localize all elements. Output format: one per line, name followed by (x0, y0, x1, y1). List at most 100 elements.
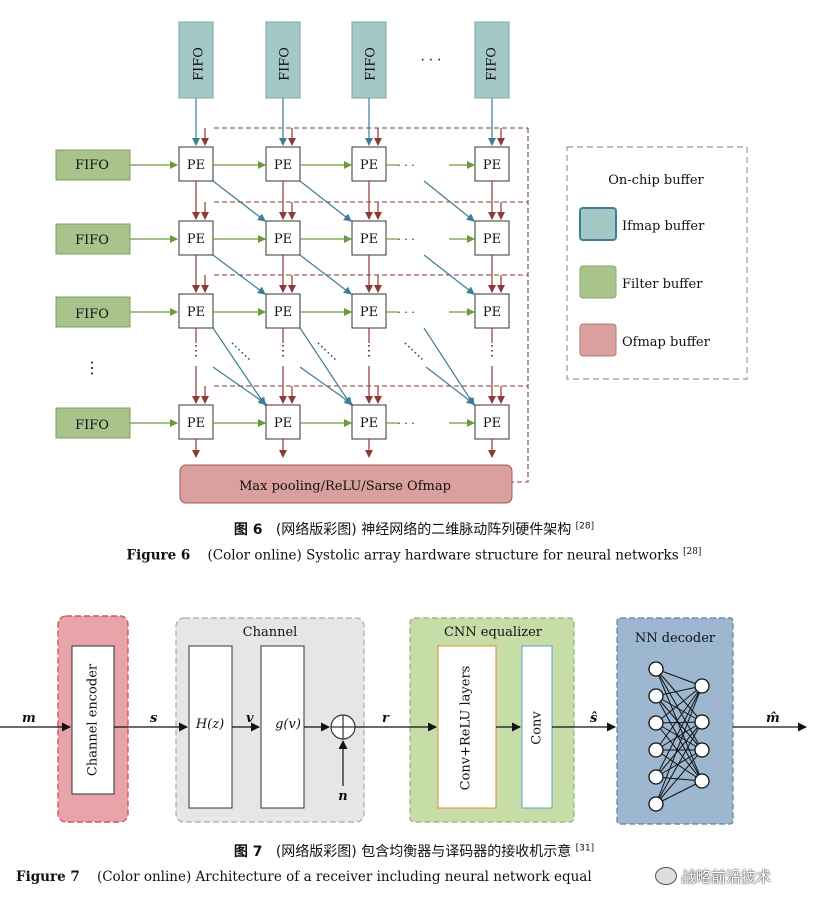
ifmap-diagonal-arrow (425, 366, 475, 405)
top-column-ellipsis: · · · (421, 53, 442, 68)
figure7-caption-cn-prefix: 图 7 (233, 844, 263, 860)
ifmap-diagonal-arrow (212, 366, 267, 405)
nn-connection (655, 721, 703, 805)
s-hat-label: ŝ (590, 711, 598, 726)
left-fifo-label: FIFO (75, 233, 109, 248)
pe-label: PE (187, 158, 205, 173)
h-z-box (188, 645, 233, 809)
channel-encoder-box (71, 645, 115, 795)
pe-label: PE (187, 416, 205, 431)
pe-label: PE (274, 416, 292, 431)
ifmap-diagonal-arrow (212, 327, 266, 406)
nn-input-neuron (648, 742, 664, 758)
pe-column-ellipsis: ⋮ (485, 343, 499, 359)
ifmap-diagonal-arrow (299, 254, 352, 295)
legend-title: On-chip buffer (608, 173, 704, 188)
pe-label: PE (483, 158, 501, 173)
left-filter-fifo (55, 149, 131, 181)
receiver-architecture-diagram: m Channel encoder s Channel H(z) v g(v) … (0, 615, 807, 825)
channel-encoder-label: Channel encoder (86, 663, 101, 776)
ifmap-diagonal-arrow (299, 366, 353, 405)
figure6-caption-en-prefix: Figure 6 (126, 547, 191, 564)
v-label: v (246, 711, 254, 726)
pe-label: PE (360, 416, 378, 431)
pe-label: PE (483, 416, 501, 431)
pe-label: PE (360, 232, 378, 247)
ellipsis-diagonal (231, 342, 251, 361)
wechat-icon (655, 867, 677, 885)
g-v-box (260, 645, 305, 809)
watermark: 战略前沿技术 (655, 866, 771, 887)
left-fifo-label: FIFO (75, 418, 109, 433)
pe-label: PE (187, 232, 205, 247)
pe-label: PE (483, 305, 501, 320)
ifmap-diagonal-arrow (423, 254, 475, 295)
r-label: r (382, 711, 390, 726)
figure7-caption-cn-ref: [31] (575, 843, 595, 854)
figure6-caption-en-text: (Color online) Systolic array hardware s… (207, 547, 679, 564)
pe-column-ellipsis: ⋮ (189, 343, 203, 359)
watermark-text: 战略前沿技术 (681, 868, 772, 886)
pe-cell (265, 293, 301, 329)
top-fifo-label: FIFO (485, 47, 500, 81)
pe-cell (351, 404, 387, 440)
conv-relu-label: Conv+ReLU layers (459, 666, 474, 791)
legend-ifmap-label: Ifmap buffer (622, 219, 705, 234)
legend-ofmap-swatch (579, 323, 617, 357)
ellipsis-diagonal (317, 342, 337, 361)
nn-connection (655, 685, 703, 805)
pe-cell (265, 404, 301, 440)
nn-connection (655, 685, 703, 697)
pe-row-ellipsis: · · · (397, 159, 414, 172)
left-filter-fifo (55, 407, 131, 439)
nn-connection (655, 749, 703, 805)
ifmap-diagonal-arrow (423, 327, 475, 406)
nn-connection (655, 721, 703, 724)
nn-output-neuron (694, 714, 710, 730)
figure6-caption-cn-prefix: 图 6 (233, 522, 263, 538)
nn-decoder-title: NN decoder (635, 631, 716, 646)
output-m-hat-label: m̂ (766, 711, 780, 726)
legend-box (566, 146, 748, 380)
pe-label: PE (274, 158, 292, 173)
nn-connection (655, 685, 703, 778)
ifmap-diagonal-arrow (212, 180, 266, 222)
nn-connection (655, 780, 703, 805)
conv-label: Conv (530, 711, 545, 745)
top-fifo-label: FIFO (278, 47, 293, 81)
nn-connection (655, 695, 703, 782)
ifmap-diagonal-arrow (299, 180, 352, 222)
nn-connection (655, 721, 703, 778)
pooling-label: Max pooling/ReLU/Sarse Ofmap (239, 479, 451, 494)
nn-input-neuron (648, 688, 664, 704)
pe-row-ellipsis: · · · (397, 306, 414, 319)
pe-cell (474, 146, 510, 182)
pe-row-ellipsis: · · · (397, 417, 414, 430)
pe-label: PE (360, 158, 378, 173)
legend-filter-swatch (579, 265, 617, 299)
pe-cell (178, 220, 214, 256)
conv-box (521, 645, 553, 809)
systolic-array-diagram: FIFO FIFO FIFO FIFO · · · FIFO FIFO FIFO… (55, 21, 748, 504)
nn-output-neuron (694, 773, 710, 789)
figure7-caption-cn-text: (网络版彩图) 包含均衡器与译码器的接收机示意 (275, 844, 572, 860)
legend-ofmap-label: Ofmap buffer (622, 335, 711, 350)
cnn-equalizer-title: CNN equalizer (444, 625, 543, 640)
nn-connection (655, 722, 703, 782)
figure6-caption-cn: 图 6 (网络版彩图) 神经网络的二维脉动阵列硬件架构 [28] (0, 519, 828, 539)
ellipsis-diagonal (404, 342, 424, 361)
pe-label: PE (274, 305, 292, 320)
nn-input-neuron (648, 715, 664, 731)
s-label: s (150, 711, 158, 726)
figure6-caption-en-ref: [28] (682, 547, 702, 557)
figure7-caption-en-prefix: Figure 7 (16, 869, 80, 885)
left-fifo-label: FIFO (75, 307, 109, 322)
nn-input-neuron (648, 796, 664, 812)
top-ifmap-fifo (265, 21, 301, 99)
pe-cell (474, 220, 510, 256)
pe-cell (351, 146, 387, 182)
pe-cell (474, 404, 510, 440)
nn-connection (655, 695, 703, 723)
nn-decoder-container (616, 617, 734, 825)
ifmap-diagonal-arrow (423, 180, 475, 222)
